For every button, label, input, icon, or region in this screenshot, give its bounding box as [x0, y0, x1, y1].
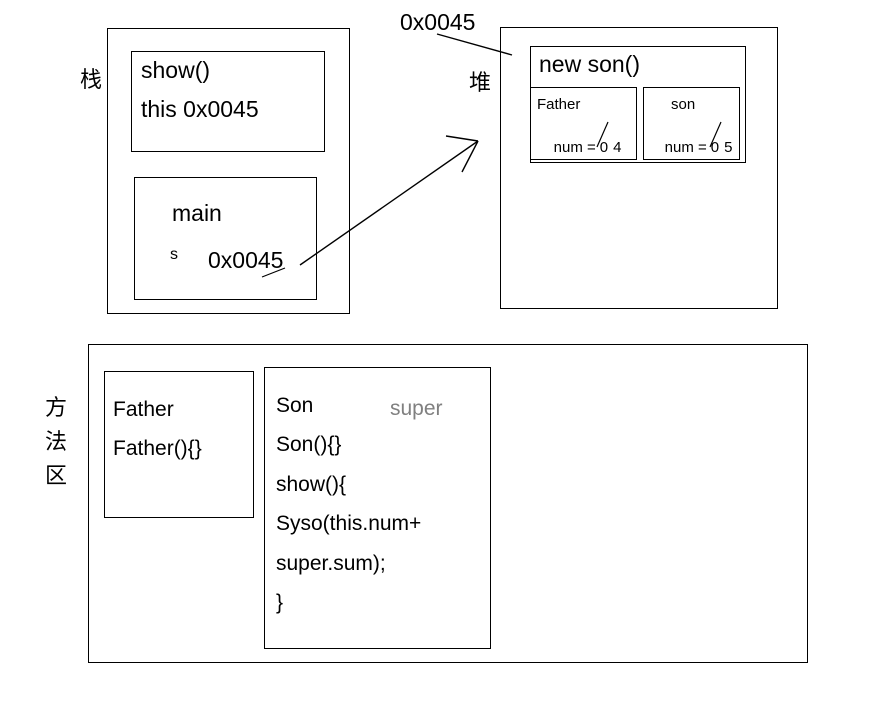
stack-frame-show-line-1: show() — [141, 57, 211, 83]
heap-object-part-son-name: son — [671, 96, 696, 113]
heap-father-new-value: 4 — [613, 139, 622, 156]
son-code-line-1: Son — [276, 394, 314, 417]
son-code-line-5: super.sum); — [276, 551, 386, 575]
heap-father-old-value: 0 — [599, 139, 609, 156]
stack-frame-main-box — [134, 177, 317, 300]
stack-frame-main-var-name: s — [170, 246, 178, 263]
son-code-line-2: Son(){} — [276, 433, 342, 457]
father-code-line-2: Father(){} — [113, 437, 202, 461]
heap-region-box — [500, 27, 778, 309]
method-area-label-char-3: 区 — [44, 464, 67, 490]
heap-son-field-label: num = — [664, 139, 707, 156]
stack-frame-main-var-value: 0x0045 — [208, 247, 284, 273]
son-class-super-annotation: super — [390, 397, 443, 420]
heap-object-title: new son() — [539, 51, 640, 77]
main-ref-arrow-head-upper — [445, 135, 479, 142]
main-ref-arrow-head-lower — [461, 140, 479, 173]
method-area-class-father-box — [104, 371, 254, 518]
heap-son-old-value: 0 — [710, 139, 720, 156]
stack-region-label: 栈 — [80, 68, 103, 93]
heap-address-label: 0x0045 — [400, 9, 476, 35]
stack-frame-show-box — [131, 51, 325, 152]
stack-frame-main-title: main — [172, 200, 222, 226]
method-area-class-father-code: Father Father(){} — [113, 390, 202, 469]
heap-son-new-value: 5 — [724, 139, 733, 156]
heap-object-part-father-box — [530, 87, 637, 160]
method-area-class-son-code: Son Son(){} show(){ Syso(this.num+ super… — [276, 386, 421, 623]
method-area-label: 方 法 区 — [42, 392, 70, 494]
method-area-label-char-1: 方 — [44, 396, 67, 421]
heap-object-part-father-name: Father — [537, 96, 581, 113]
stack-frame-show-line-2: this 0x0045 — [141, 96, 259, 122]
method-area-label-char-2: 法 — [44, 430, 67, 456]
heap-region-label: 堆 — [469, 71, 492, 96]
heap-father-field-label: num = — [553, 139, 596, 156]
son-code-line-4: Syso(this.num+ — [276, 512, 422, 536]
son-code-line-3: show(){ — [276, 472, 347, 496]
son-code-line-6: } — [276, 591, 284, 615]
method-area-box — [88, 344, 808, 663]
heap-object-part-son-box — [643, 87, 740, 160]
method-area-class-son-box — [264, 367, 491, 649]
father-code-line-1: Father — [113, 398, 174, 421]
